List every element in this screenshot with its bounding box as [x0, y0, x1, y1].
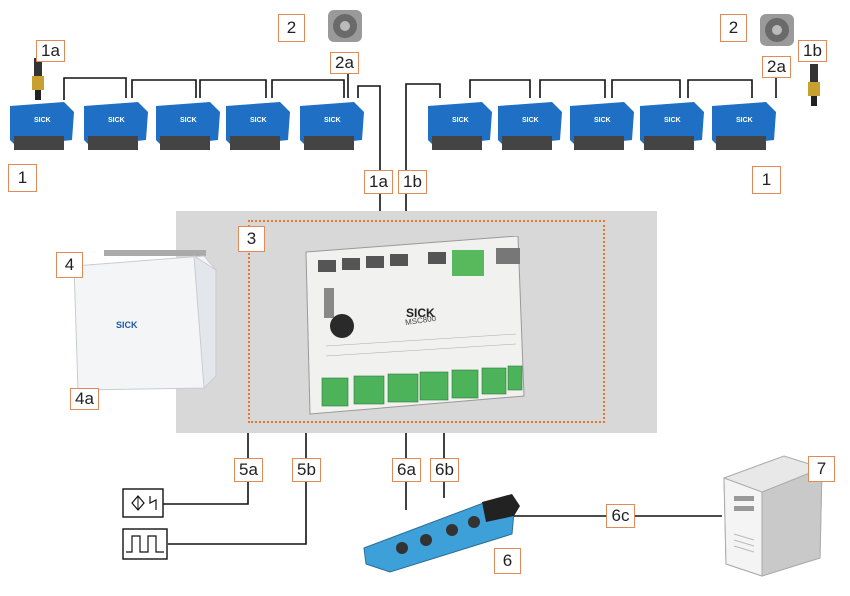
label-6b: 6b	[430, 458, 459, 482]
label-6: 6	[494, 548, 521, 574]
label-3: 3	[238, 226, 265, 252]
label-1a-left: 1a	[36, 40, 65, 62]
label-7: 7	[808, 456, 835, 482]
proximity-sensor-icon	[122, 488, 164, 518]
svg-text:SICK: SICK	[324, 117, 341, 124]
controller-brand: SICK	[406, 306, 435, 320]
fan-icon	[328, 10, 362, 42]
svg-text:SICK: SICK	[736, 117, 753, 124]
laser-scanner: SICK	[300, 102, 364, 150]
fan-icon	[760, 14, 794, 46]
laser-scanner: SICK	[156, 102, 220, 150]
laser-scanner: SICK	[498, 102, 562, 150]
svg-text:SICK: SICK	[594, 117, 611, 124]
label-5b: 5b	[292, 458, 321, 482]
laser-scanner: SICK	[570, 102, 634, 150]
label-5a: 5a	[234, 458, 263, 482]
label-1a: 1a	[364, 170, 393, 194]
laser-scanner: SICK	[428, 102, 492, 150]
svg-text:SICK: SICK	[34, 117, 51, 124]
laser-scanner: SICK	[84, 102, 148, 150]
svg-text:SICK: SICK	[522, 117, 539, 124]
label-6c: 6c	[606, 504, 635, 528]
laser-scanner: SICK	[640, 102, 704, 150]
label-4: 4	[56, 252, 83, 278]
label-1b-right: 1b	[798, 40, 827, 62]
label-2-left: 2	[278, 14, 305, 42]
control-cabinet	[73, 250, 217, 391]
laser-scanner: SICK	[10, 102, 74, 150]
laser-scanner: SICK	[226, 102, 290, 150]
svg-text:SICK: SICK	[664, 117, 681, 124]
server-computer	[723, 455, 823, 577]
msc800-controller	[305, 236, 525, 415]
label-1-left: 1	[8, 164, 37, 192]
network-hub	[363, 494, 520, 573]
laser-scanner: SICK	[712, 102, 776, 150]
label-2-right: 2	[720, 14, 747, 42]
svg-text:SICK: SICK	[452, 117, 469, 124]
plug-connector-icon	[32, 58, 44, 100]
label-1b: 1b	[398, 170, 427, 194]
label-2a-left: 2a	[330, 52, 359, 74]
label-2a-right: 2a	[762, 56, 791, 78]
label-1-right: 1	[752, 166, 781, 194]
encoder-pulse-icon	[122, 528, 168, 560]
label-4a: 4a	[70, 388, 99, 410]
plug-connector-icon	[808, 64, 820, 106]
controller-boundary	[248, 220, 605, 423]
svg-text:SICK: SICK	[180, 117, 197, 124]
svg-text:SICK: SICK	[250, 117, 267, 124]
cabinet-brand: SICK	[116, 320, 138, 330]
label-6a: 6a	[392, 458, 421, 482]
svg-text:SICK: SICK	[108, 117, 125, 124]
